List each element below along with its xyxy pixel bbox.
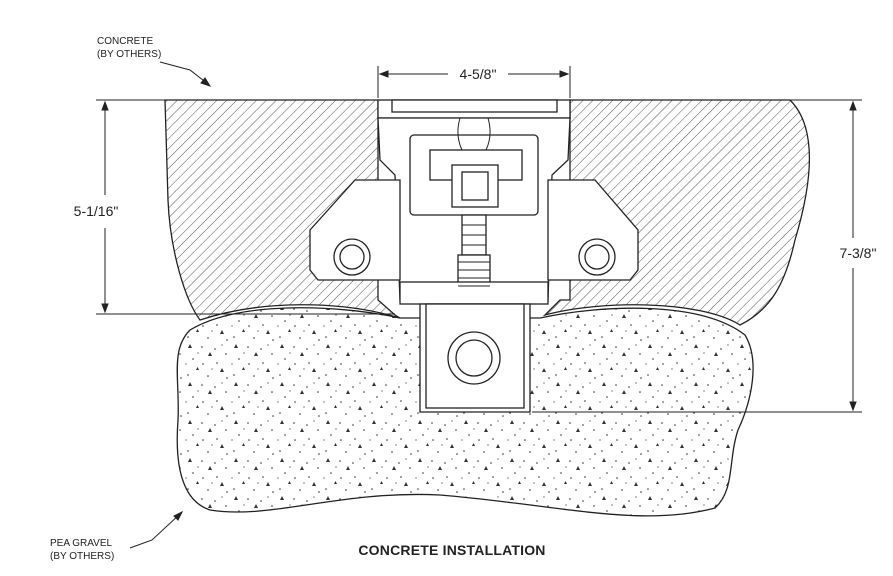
right-pipe-holes (578, 238, 616, 276)
concrete-label-line1: CONCRETE (97, 36, 153, 47)
dimension-lines (96, 61, 862, 549)
gravel-label-line1: PEA GRAVEL (50, 538, 113, 549)
sump-outlet (447, 331, 501, 385)
left-pipe-holes (333, 238, 371, 276)
left-depth-dimension: 5-1/16" (74, 203, 119, 219)
drain-body (309, 99, 639, 413)
gravel-label-line2: (BY OTHERS) (50, 551, 114, 562)
stem-threads (457, 117, 491, 287)
concrete-label-line2: (BY OTHERS) (97, 49, 161, 60)
drawing-title: CONCRETE INSTALLATION (358, 542, 545, 558)
right-depth-dimension: 7-3/8" (840, 245, 877, 261)
width-dimension: 4-5/8" (460, 66, 497, 82)
